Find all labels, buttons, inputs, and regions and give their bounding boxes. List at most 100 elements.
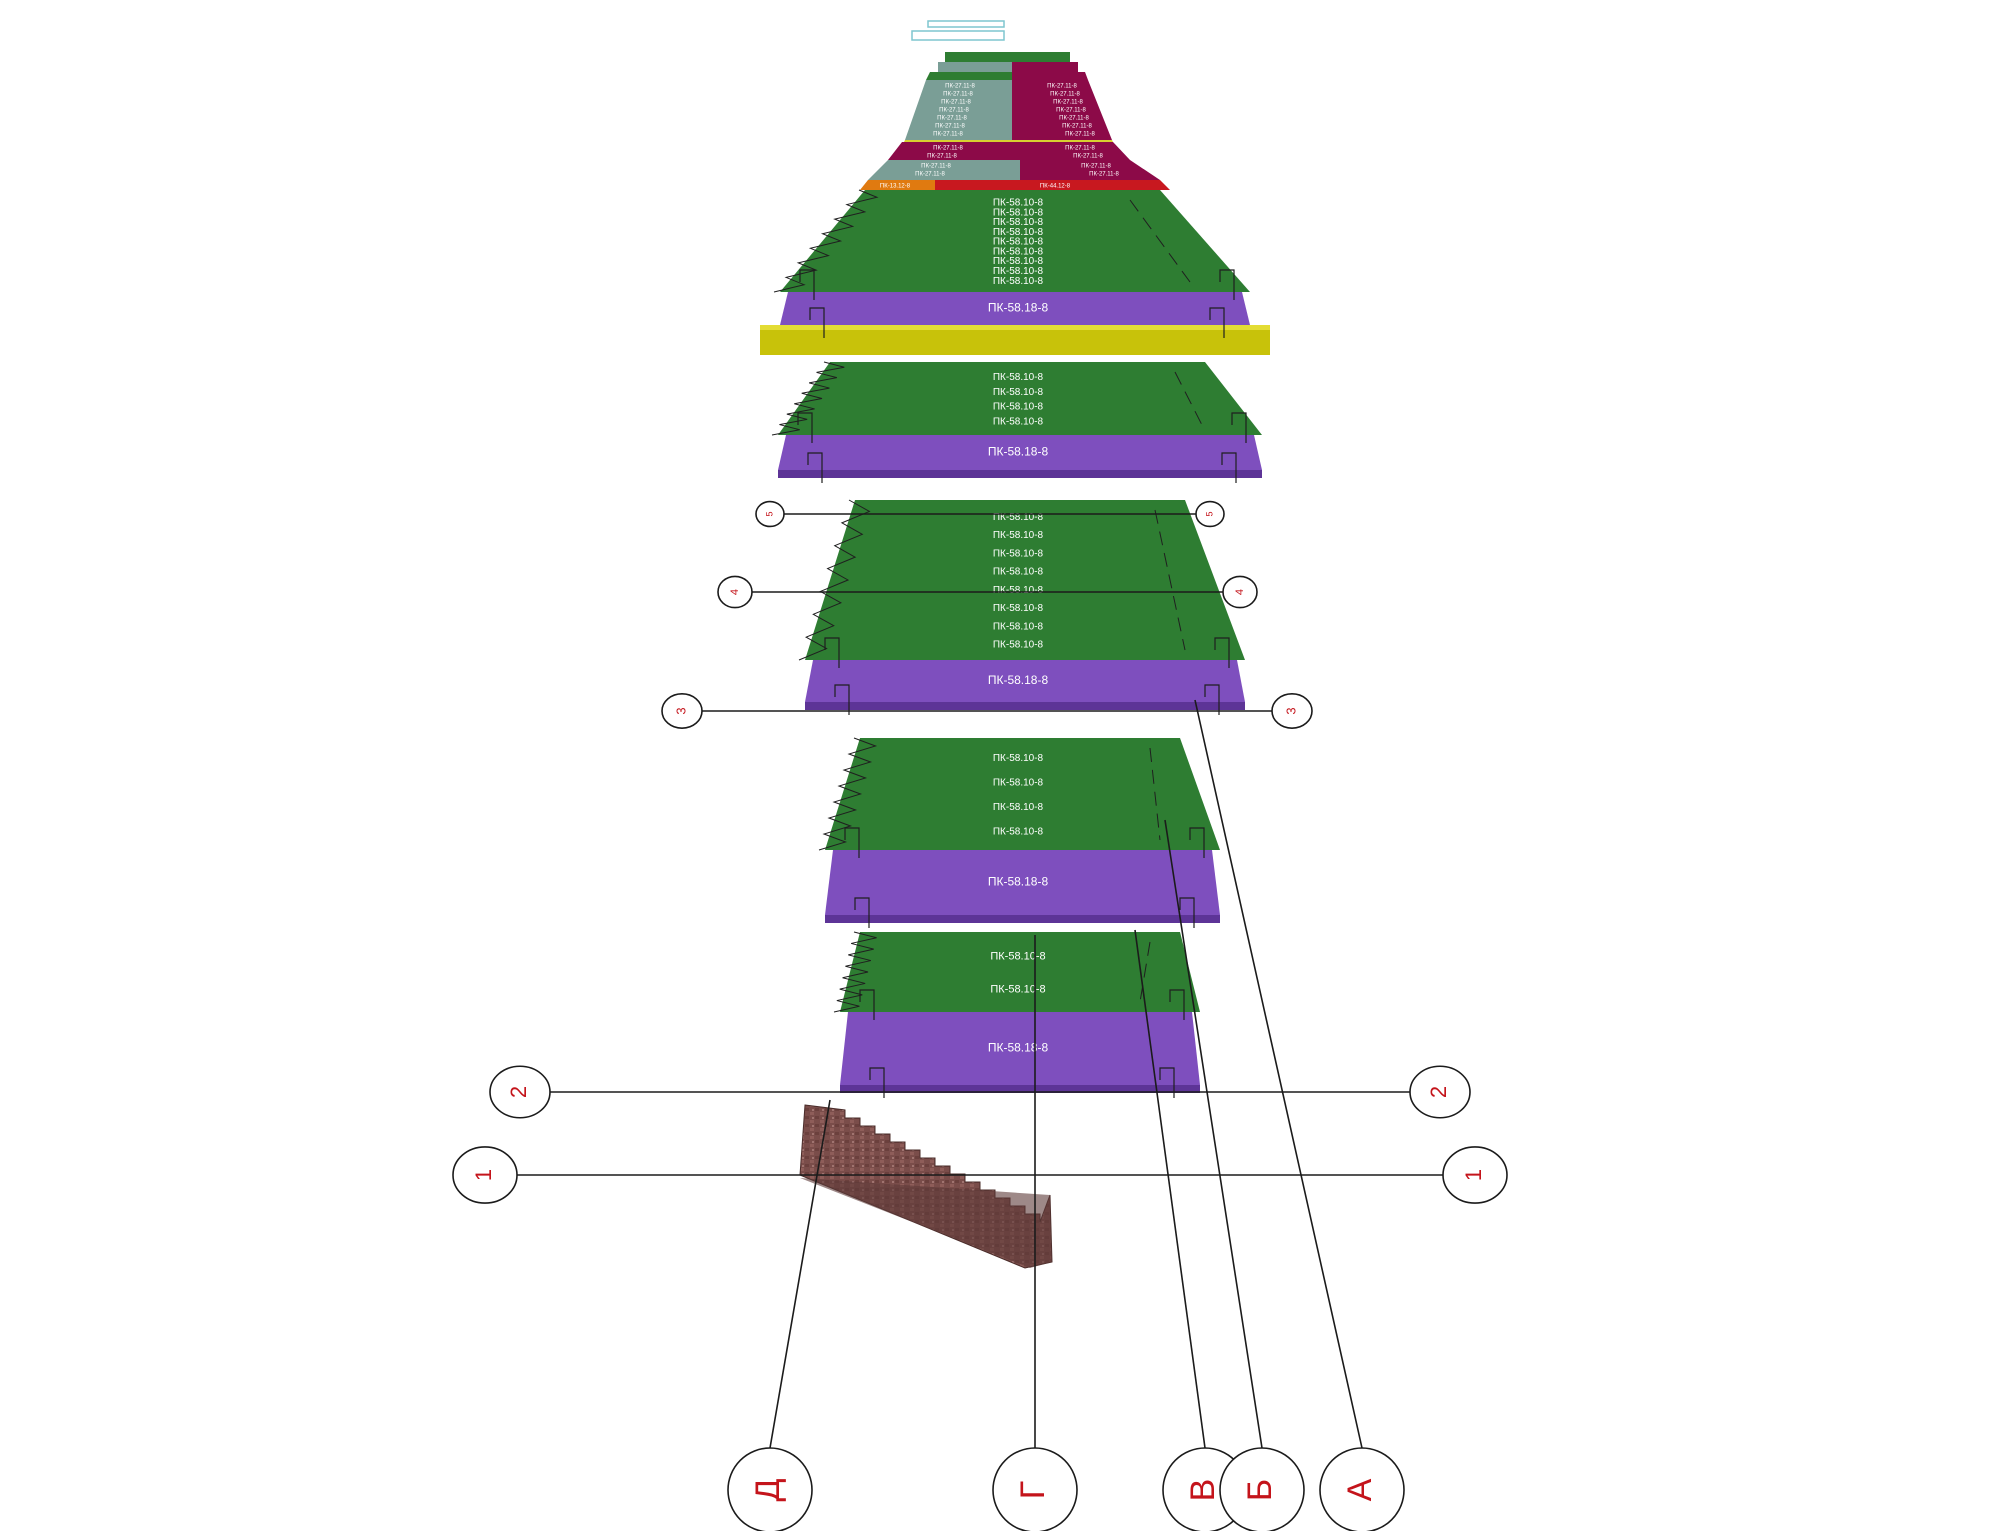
axis-bubble	[1219, 1447, 1305, 1531]
wide-slab-label: ПК-58.18-8	[988, 301, 1049, 315]
long-axis-Б: Б	[1164, 819, 1305, 1531]
anchor-hook	[854, 897, 870, 928]
upper-label-right: ПК-27.11-8	[1065, 132, 1095, 138]
anchor-hook	[1189, 827, 1205, 858]
floor-2: ПК-58.10-8ПК-58.10-8ПК-58.10-8ПК-58.10-8…	[771, 361, 1262, 483]
rebar-zigzag	[798, 499, 871, 661]
axis-line	[1164, 819, 1263, 1449]
hollow-slab-label: ПК-58.10-8	[993, 530, 1044, 541]
upper-label-orange: ПК-13.12-8	[880, 184, 911, 190]
long-axis-А: А	[1194, 699, 1405, 1531]
hollow-slab-label: ПК-58.10-8	[990, 983, 1045, 995]
hollow-slab-label: ПК-58.10-8	[993, 217, 1044, 228]
hollow-slab-label: ПК-58.10-8	[993, 567, 1044, 578]
hollow-slab-label: ПК-58.10-8	[993, 387, 1044, 398]
axis-line	[769, 1099, 831, 1449]
top-marker	[911, 20, 1005, 41]
hollow-slab-label: ПК-58.10-8	[993, 246, 1044, 257]
wide-slab	[805, 660, 1245, 702]
upper-label-left: ПК-27.11-8	[939, 108, 969, 114]
upper-label-left: ПК-27.11-8	[933, 146, 963, 152]
anchor-hook	[1209, 307, 1225, 338]
anchor-hook	[834, 684, 850, 715]
wide-slab-label: ПК-58.18-8	[988, 445, 1049, 459]
hollow-slab-label: ПК-58.10-8	[993, 585, 1044, 596]
hollow-slab-label: ПК-58.10-8	[993, 603, 1044, 614]
hollow-core-slab-band	[780, 190, 1250, 292]
floor-3: ПК-58.10-8ПК-58.10-8ПК-58.10-8ПК-58.10-8…	[798, 499, 1245, 715]
upper-label-right: ПК-27.11-8	[1081, 164, 1111, 170]
axis-bubble	[1442, 1146, 1508, 1204]
axis-bubble	[1271, 693, 1313, 729]
axis-line	[1134, 929, 1206, 1449]
axis-label: 4	[1234, 589, 1246, 595]
axis-label: 2	[506, 1086, 531, 1098]
upper-label-left: ПК-27.11-8	[943, 92, 973, 98]
axis-label: Б	[1241, 1479, 1279, 1501]
hollow-slab-label: ПК-58.10-8	[993, 753, 1044, 764]
floor-4: ПК-58.10-8ПК-58.10-8ПК-58.10-8ПК-58.10-8…	[818, 737, 1220, 928]
wide-slab	[840, 1012, 1200, 1085]
upper-label-right: ПК-27.11-8	[1050, 92, 1080, 98]
hollow-core-slab-band	[825, 738, 1220, 850]
anchor-hook	[1214, 637, 1230, 668]
upper-label-right: ПК-27.11-8	[1047, 84, 1077, 90]
anchor-hook	[859, 989, 875, 1020]
axis-label: 4	[729, 589, 741, 595]
hollow-slab-label: ПК-58.10-8	[993, 621, 1044, 632]
anchor-hook	[797, 412, 813, 443]
hollow-slab-label: ПК-58.10-8	[993, 548, 1044, 559]
upper-label-left: ПК-27.11-8	[915, 172, 945, 178]
staircase	[799, 1104, 1053, 1269]
upper-label-left: ПК-27.11-8	[933, 132, 963, 138]
rebar-dashed	[1154, 509, 1186, 651]
hollow-slab-label: ПК-58.10-8	[993, 640, 1044, 651]
wide-slab	[780, 292, 1250, 325]
hollow-slab-label: ПК-58.10-8	[990, 950, 1045, 962]
upper-label-right: ПК-27.11-8	[1053, 100, 1083, 106]
anchor-hook	[1159, 1067, 1175, 1098]
axis-line	[1194, 699, 1363, 1449]
anchor-hook	[1221, 452, 1237, 483]
upper-label-left: ПК-27.11-8	[937, 116, 967, 122]
hollow-slab-label: ПК-58.10-8	[993, 402, 1044, 413]
rebar-dashed	[1129, 199, 1191, 283]
axis-bubble	[992, 1447, 1078, 1531]
axis-bubble	[755, 500, 785, 528]
wide-slab-edge	[778, 470, 1262, 478]
axis-label: 3	[1283, 707, 1298, 714]
axis-bubble	[1409, 1065, 1471, 1119]
wide-slab	[825, 850, 1220, 915]
axis-bubble	[1319, 1447, 1405, 1531]
hollow-slab-label: ПК-58.10-8	[993, 372, 1044, 383]
upper-slab-stack	[860, 52, 1170, 190]
anchor-hook	[1219, 269, 1235, 300]
anchor-hook	[824, 637, 840, 668]
upper-label-right: ПК-27.11-8	[1062, 124, 1092, 130]
axis-label: 1	[471, 1169, 496, 1181]
long-axis-Г: Г	[992, 935, 1078, 1531]
hollow-slab-label: ПК-58.10-8	[993, 512, 1044, 523]
upper-label-right: ПК-27.11-8	[1065, 146, 1095, 152]
floor-1: ПК-58.10-8ПК-58.10-8ПК-58.10-8ПК-58.10-8…	[760, 189, 1270, 355]
hollow-slab-label: ПК-58.10-8	[993, 276, 1044, 287]
anchor-hook	[869, 1067, 885, 1098]
wide-slab	[778, 435, 1262, 470]
anchor-hook	[799, 269, 815, 300]
axis-label: 3	[673, 707, 688, 714]
axis-label: 5	[1204, 511, 1214, 516]
hollow-slab-label: ПК-58.10-8	[993, 227, 1044, 238]
anchor-hook	[807, 452, 823, 483]
wide-slab-edge	[840, 1085, 1200, 1093]
hollow-slab-label: ПК-58.10-8	[993, 207, 1044, 218]
rebar-zigzag	[773, 189, 879, 293]
upper-label-left: ПК-27.11-8	[941, 100, 971, 106]
rebar-dashed	[1139, 941, 1151, 1003]
axis-bubble	[661, 693, 703, 729]
